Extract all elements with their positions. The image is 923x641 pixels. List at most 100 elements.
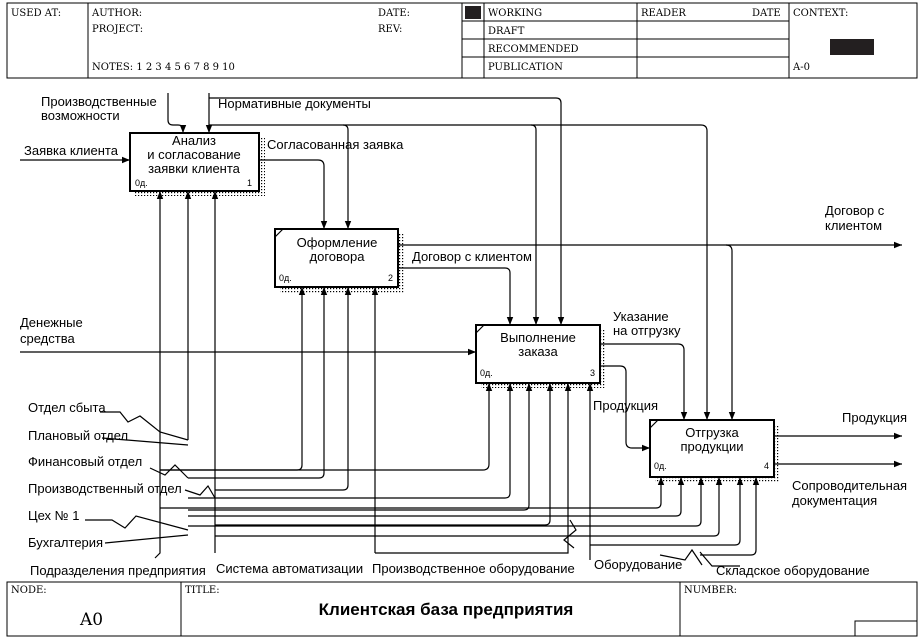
label-warehouse-equipment: Складское оборудование [716,563,870,578]
author-label: AUTHOR: [91,8,142,19]
mech-to-2-b[interactable] [188,287,328,479]
label-shipping-instruction-1: Указание [613,309,669,324]
box-1-line-3: заявки клиента [148,161,241,176]
label-product-mid: Продукция [593,398,658,413]
label-accounting: Бухгалтерия [28,535,103,550]
mech-to-3-d[interactable] [215,383,554,526]
mech-divisions-to-1[interactable] [154,191,164,559]
activity-box-4[interactable]: Отгрузка продукции 0д. 4 [649,419,780,482]
used-at-label: USED AT: [11,8,61,19]
mech-to-3-e[interactable] [375,383,572,554]
status-draft: DRAFT [488,26,525,37]
status-publication: PUBLICATION [488,62,563,73]
arrow-contract-to-execution[interactable] [398,267,514,325]
footer-frame [6,581,918,637]
project-label: PROJECT: [92,24,143,35]
mech-to-2-a[interactable] [160,287,306,471]
label-finance-dept: Финансовый отдел [28,454,142,469]
squiggle-planning [101,437,189,446]
label-planning-dept: Плановый отдел [28,428,128,443]
title-label: TITLE: [185,585,220,596]
mech-warehouse-to-4[interactable] [700,477,760,556]
label-client-request: Заявка клиента [24,143,119,158]
box-2-cost: 0д. [279,273,292,283]
mech-to-4-d[interactable] [215,477,723,537]
mech-to-3-c[interactable] [188,383,533,511]
label-docs-1: Сопроводительная [792,478,907,493]
context-node-label: A-0 [792,62,810,73]
box-2-line-1: Оформление [297,235,378,250]
box-1-cost: 0д. [135,178,148,188]
squiggle-prod-equipment [563,519,577,549]
label-docs-2: документация [792,493,877,508]
squiggle-warehouse [699,551,740,567]
box-4-line-1: Отгрузка [685,425,739,440]
label-contract-out-1: Договор с [825,203,885,218]
arrow-agreed-request[interactable] [259,159,328,229]
context-label: CONTEXT: [793,8,848,19]
node-value: A0 [79,610,103,630]
reader-date-label: DATE [752,8,781,19]
context-node-marker [830,39,874,55]
header-frame [6,2,918,79]
rev-label: REV: [378,24,402,35]
box-3-number: 3 [590,368,595,378]
label-enterprise-divisions: Подразделения предприятия [30,563,206,578]
label-production-dept: Производственный отдел [28,481,182,496]
reader-label: READER [641,8,686,19]
box-2-number: 2 [388,273,393,283]
status-recommended: RECOMMENDED [488,44,579,55]
label-money-1: Денежные [20,315,83,330]
box-4-line-2: продукции [681,439,744,454]
box-1-line-2: и согласование [147,147,241,162]
squiggle-sales [100,411,189,441]
label-prod-capabilities-2: возможности [41,108,120,123]
label-contract-with-client: Договор с клиентом [412,249,532,264]
arrow-normative-to-4[interactable] [531,124,711,420]
arrow-product-to-shipping[interactable] [600,365,650,452]
squiggle-equipment [659,548,703,566]
box-3-line-2: заказа [518,344,558,359]
arrow-normative-to-3[interactable] [343,124,540,325]
mech-to-3-a[interactable] [160,383,493,471]
label-normative-docs: Нормативные документы [218,96,371,111]
label-prod-capabilities-1: Производственные [41,94,157,109]
squiggle-accounting [104,534,189,544]
mech-to-4-a[interactable] [160,477,665,509]
label-production-equipment: Производственное оборудование [372,561,575,576]
label-agreed-request: Согласованная заявка [267,137,404,152]
mech-to-4-b[interactable] [188,477,685,517]
node-label: NODE: [11,585,47,596]
squiggle-production [184,484,216,499]
arrow-shipping-instruction[interactable] [600,343,688,420]
box-3-line-1: Выполнение [500,330,576,345]
squiggle-workshop [85,515,189,531]
label-money-2: средства [20,331,75,346]
box-1-number: 1 [247,178,252,188]
date-label: DATE: [378,8,410,19]
label-automation-system: Система автоматизации [216,561,363,576]
arrow-contract-to-shipping[interactable] [725,244,736,420]
label-product-out: Продукция [842,410,907,425]
squiggle-finance [149,464,189,479]
mech-to-4-c[interactable] [188,477,705,527]
activity-box-1[interactable]: Анализ и согласование заявки клиента 0д.… [129,132,265,196]
arrow-normative-to-3b[interactable] [209,97,565,325]
mech-to-4-e[interactable] [590,477,744,546]
diagram-title: Клиентская база предприятия [319,600,574,619]
label-equipment: Оборудование [594,557,682,572]
number-label: NUMBER: [684,585,737,596]
label-contract-out-2: клиентом [825,218,882,233]
label-shipping-instruction-2: на отгрузку [613,323,681,338]
activity-box-3[interactable]: Выполнение заказа 0д. 3 [475,324,606,388]
label-workshop: Цех № 1 [28,508,79,523]
box-3-cost: 0д. [480,368,493,378]
status-working: WORKING [488,8,542,19]
arrow-prod-capabilities[interactable] [167,93,187,133]
box-4-number: 4 [764,461,769,471]
mech-to-2-c[interactable] [215,287,352,491]
mech-to-3-b[interactable] [188,383,514,499]
arrow-network [20,93,902,567]
activity-box-2[interactable]: Оформление договора 0д. 2 [274,228,404,293]
